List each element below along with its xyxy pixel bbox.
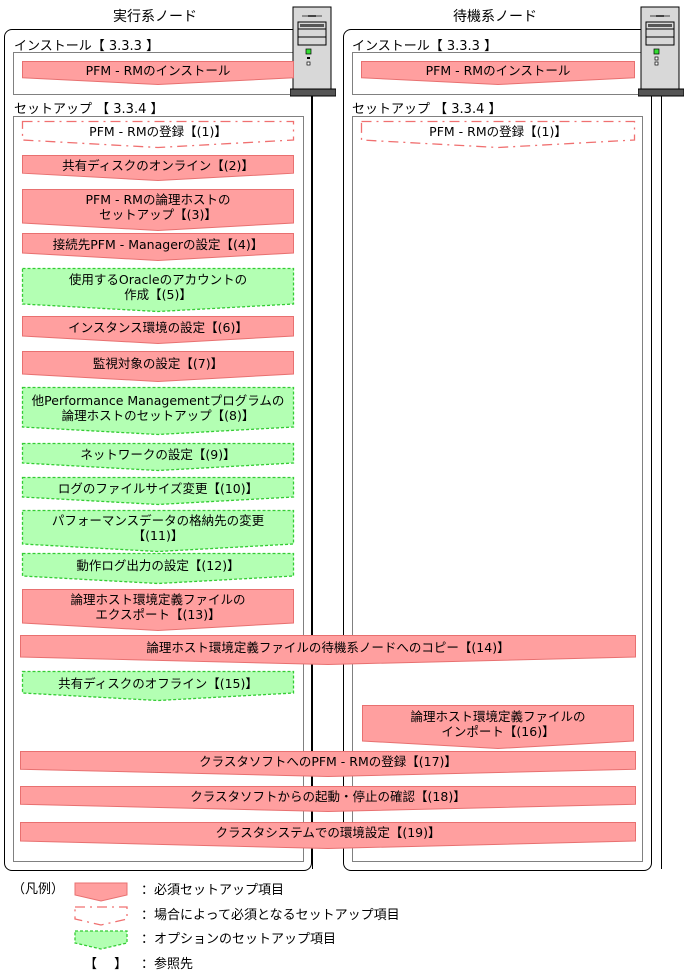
step-required: PFM - RMのインストール [22, 61, 294, 86]
step-optional: ネットワークの設定【(9)】 [21, 442, 295, 472]
step-optional: 共有ディスクのオフライン【(15)】 [21, 670, 295, 702]
active-setup-box [13, 116, 304, 862]
active-server-icon [289, 6, 337, 98]
step-label: 接続先PFM - Managerの設定【(4)】 [52, 236, 264, 252]
legend-required-label: ：必須セットアップ項目 [141, 883, 285, 898]
step-label: PFM - RMの論理ホストの セットアップ【(3)】 [85, 192, 231, 222]
step-optional: 動作ログ出力の設定【(12)】 [21, 552, 295, 585]
legend-optional-symbol [74, 930, 128, 950]
step-optional: パフォーマンスデータの格納先の変更 【(11)】 [21, 509, 295, 553]
legend-conditional-symbol [74, 906, 128, 926]
active-node-title: 実行系ノード [113, 9, 197, 25]
step-label: PFM - RMの登録【(1)】 [429, 124, 567, 139]
step-label: インスタンス環境の設定【(6)】 [68, 319, 248, 335]
legend-required-symbol [74, 882, 128, 902]
step-label: ネットワークの設定【(9)】 [80, 446, 236, 462]
step-label: PFM - RMのインストール [85, 63, 231, 78]
step-required: 論理ホスト環境定義ファイルの エクスポート【(13)】 [22, 589, 294, 632]
standby-setup-label: セットアップ 【 3.3.4 】 [352, 102, 502, 117]
step-label: 監視対象の設定【(7)】 [92, 356, 224, 371]
step-required: 監視対象の設定【(7)】 [22, 351, 294, 383]
standby-node-title: 待機系ノード [453, 9, 537, 25]
step-required: 論理ホスト環境定義ファイルの待機系ノードへのコピー【(14)】 [20, 635, 636, 666]
step-label: 他Performance Managementプログラムの 論理ホストのセットア… [31, 393, 285, 423]
standby-server-icon [637, 6, 685, 98]
step-conditional: PFM - RMの登録【(1)】 [360, 120, 636, 149]
active-node-panel [4, 29, 312, 871]
standby-setup-box [352, 116, 643, 862]
step-required: PFM - RMの論理ホストの セットアップ【(3)】 [22, 189, 294, 232]
standby-node-panel [343, 29, 652, 871]
step-label: 使用するOracleのアカウントの 作成【(5)】 [68, 272, 248, 302]
step-label: 論理ホスト環境定義ファイルの待機系ノードへのコピー【(14)】 [146, 639, 510, 655]
active-setup-label: セットアップ 【 3.3.4 】 [14, 102, 164, 117]
legend-conditional-label: ：場合によって必須となるセットアップ項目 [141, 908, 400, 923]
step-required: クラスタシステムでの環境設定【(19)】 [20, 822, 636, 850]
step-required: 共有ディスクのオンライン【(2)】 [22, 155, 294, 182]
active-install-label: インストール【 3.3.3 】 [14, 39, 160, 54]
step-label: 共有ディスクのオンライン【(2)】 [62, 157, 254, 173]
step-required: クラスタソフトからの起動・停止の確認【(18)】 [20, 786, 636, 813]
step-required: PFM - RMのインストール [361, 61, 635, 86]
legend-reference-symbol: 【 】 [84, 957, 128, 972]
step-optional: 他Performance Managementプログラムの 論理ホストのセットア… [21, 386, 295, 436]
step-label: 共有ディスクのオフライン【(15)】 [58, 675, 258, 691]
active-server-cable [312, 96, 313, 869]
step-label: PFM - RMのインストール [425, 63, 571, 78]
step-label: ログのファイルサイズ変更【(10)】 [57, 480, 259, 496]
step-label: 論理ホスト環境定義ファイルの インポート【(16)】 [410, 709, 586, 739]
step-label: 動作ログ出力の設定【(12)】 [76, 558, 240, 573]
step-required: クラスタソフトへのPFM - RMの登録【(17)】 [20, 751, 636, 778]
step-optional: 使用するOracleのアカウントの 作成【(5)】 [21, 267, 295, 313]
standby-install-label: インストール【 3.3.3 】 [352, 39, 498, 54]
step-optional: ログのファイルサイズ変更【(10)】 [21, 476, 295, 506]
step-required: 論理ホスト環境定義ファイルの インポート【(16)】 [362, 705, 634, 750]
step-label: クラスタシステムでの環境設定【(19)】 [215, 825, 441, 840]
standby-server-cable [661, 96, 662, 869]
step-conditional: PFM - RMの登録【(1)】 [21, 120, 295, 149]
legend-reference-label: ：参照先 [141, 957, 194, 972]
step-required: 接続先PFM - Managerの設定【(4)】 [22, 233, 294, 262]
step-label: PFM - RMの登録【(1)】 [89, 124, 227, 139]
step-required: インスタンス環境の設定【(6)】 [22, 316, 294, 345]
legend-title: （凡例） [12, 882, 65, 897]
step-label: クラスタソフトからの起動・停止の確認【(18)】 [190, 788, 466, 804]
legend-optional-label: ：オプションのセットアップ項目 [141, 932, 337, 947]
step-label: クラスタソフトへのPFM - RMの登録【(17)】 [199, 753, 457, 769]
step-label: パフォーマンスデータの格納先の変更 【(11)】 [51, 513, 265, 543]
step-label: 論理ホスト環境定義ファイルの エクスポート【(13)】 [70, 592, 246, 622]
